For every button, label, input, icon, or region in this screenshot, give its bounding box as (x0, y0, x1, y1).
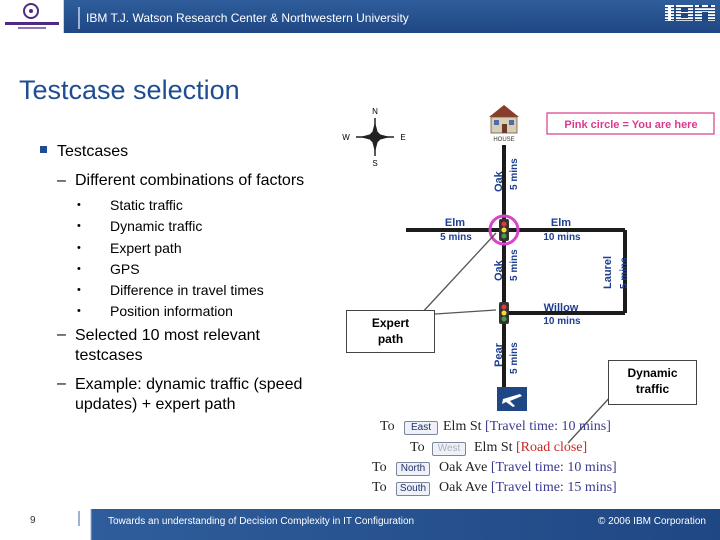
direction-to: To (372, 480, 387, 495)
sub-bullet-combinations: Different combinations of factors (75, 172, 305, 189)
direction-info: [Travel time: 10 mins] (485, 419, 611, 434)
traffic-light-icon (499, 219, 509, 241)
ibm-logo (665, 5, 715, 21)
sub-bullet-example: Example: dynamic traffic (speed updates)… (75, 375, 302, 415)
legend-box (546, 112, 715, 135)
factor-dot: • (77, 284, 81, 296)
factor-item: Expert path (110, 240, 182, 256)
road-label-pear: Pear (493, 342, 505, 367)
legend-text: Pink circle = You are here (564, 119, 697, 131)
factor-dot: • (77, 220, 81, 232)
page-number: 9 (30, 515, 36, 526)
header-divider (78, 7, 80, 29)
footer-title: Towards an understanding of Decision Com… (108, 516, 415, 527)
direction-road: Elm St (474, 440, 513, 455)
factor-dot: • (77, 263, 81, 275)
direction-to: To (372, 460, 387, 475)
road-time-elm-right: 10 mins (543, 232, 581, 243)
house-label: HOUSE (493, 137, 514, 143)
footer-copyright: © 2006 IBM Corporation (598, 516, 706, 527)
factor-item: GPS (110, 261, 140, 277)
header-bar (0, 0, 720, 33)
roads (406, 145, 627, 405)
direction-info: [Travel time: 10 mins] (490, 460, 617, 475)
compass-icon: N S W E (342, 107, 405, 168)
sub-bullet-selected-line2: testcases (75, 347, 143, 364)
bullet-square-icon (40, 146, 47, 153)
direction-north-button[interactable]: North (396, 462, 430, 476)
sub-bullet-example-line1: Example: dynamic traffic (speed (75, 376, 303, 393)
road-time-willow: 10 mins (543, 316, 581, 327)
direction-west-button[interactable]: West (432, 442, 466, 456)
dash-marker: – (57, 172, 66, 189)
callout-dynamic-traffic: Dynamic traffic (608, 360, 697, 405)
direction-row: Oak Ave [Travel time: 15 mins] (439, 480, 617, 496)
direction-east-button[interactable]: East (404, 421, 438, 435)
direction-info: [Travel time: 15 mins] (490, 480, 617, 495)
compass-w: W (342, 133, 350, 142)
direction-row: Elm St [Travel time: 10 mins] (443, 419, 611, 435)
factor-dot: • (77, 199, 81, 211)
factor-item: Difference in travel times (110, 282, 264, 298)
sub-bullet-selected-line1: Selected 10 most relevant (75, 327, 260, 344)
traffic-light-icon (499, 302, 509, 324)
road-label-elm-right: Elm (551, 217, 571, 229)
direction-row: Oak Ave [Travel time: 10 mins] (439, 460, 617, 476)
direction-south-button[interactable]: South (396, 482, 430, 496)
road-time-elm-left: 5 mins (440, 232, 472, 243)
road-time-oak-mid: 5 mins (509, 249, 520, 281)
direction-road: Oak Ave (439, 460, 488, 475)
compass-n: N (372, 107, 378, 116)
factor-item: Dynamic traffic (110, 218, 203, 234)
footer-divider (78, 511, 80, 526)
current-position-marker (488, 214, 520, 246)
house-icon: HOUSE (489, 105, 519, 143)
northwestern-logo (0, 0, 64, 33)
slide-title: Testcase selection (19, 75, 240, 105)
compass-e: E (400, 133, 405, 142)
road-time-oak: 5 mins (509, 158, 520, 190)
road-label-oak-mid: Oak (493, 259, 505, 281)
factor-dot: • (77, 305, 81, 317)
compass-s: S (372, 159, 377, 168)
callout-dynamic-line2: traffic (635, 382, 670, 396)
road-label-elm-left: Elm (445, 217, 465, 229)
callout-expert-line2: path (377, 332, 404, 346)
direction-to: To (380, 419, 395, 434)
callout-expert-path: Expert path (346, 310, 435, 353)
road-time-laurel: 5 mins (619, 257, 630, 289)
route-map: N S W E HOUSE Pink circle = You are here (342, 105, 715, 444)
callout-pointer (419, 232, 497, 316)
header-title: IBM T.J. Watson Research Center & Northw… (86, 11, 409, 25)
factor-item: Position information (110, 303, 233, 319)
footer-bar (0, 509, 720, 540)
dash-marker: – (57, 326, 66, 343)
direction-road: Oak Ave (439, 480, 488, 495)
direction-to: To (410, 440, 425, 455)
dash-marker: – (57, 375, 66, 392)
direction-info: [Road close] (516, 440, 588, 455)
factor-dot: • (77, 242, 81, 254)
callout-pointer (567, 394, 613, 444)
direction-row: Elm St [Road close] (474, 440, 587, 456)
factor-item: Static traffic (110, 197, 183, 213)
bullet-testcases: Testcases (57, 143, 129, 160)
road-label-laurel: Laurel (602, 256, 614, 289)
road-time-pear: 5 mins (509, 342, 520, 374)
road-label-oak: Oak (493, 170, 505, 192)
airport-icon (497, 387, 527, 411)
direction-road: Elm St (443, 419, 482, 434)
sub-bullet-example-line2: updates) + expert path (75, 396, 236, 413)
callout-expert-line1: Expert (371, 316, 410, 330)
road-label-willow: Willow (544, 302, 579, 314)
callout-dynamic-line1: Dynamic (627, 366, 678, 380)
sub-bullet-selected: Selected 10 most relevant testcases (75, 326, 260, 366)
